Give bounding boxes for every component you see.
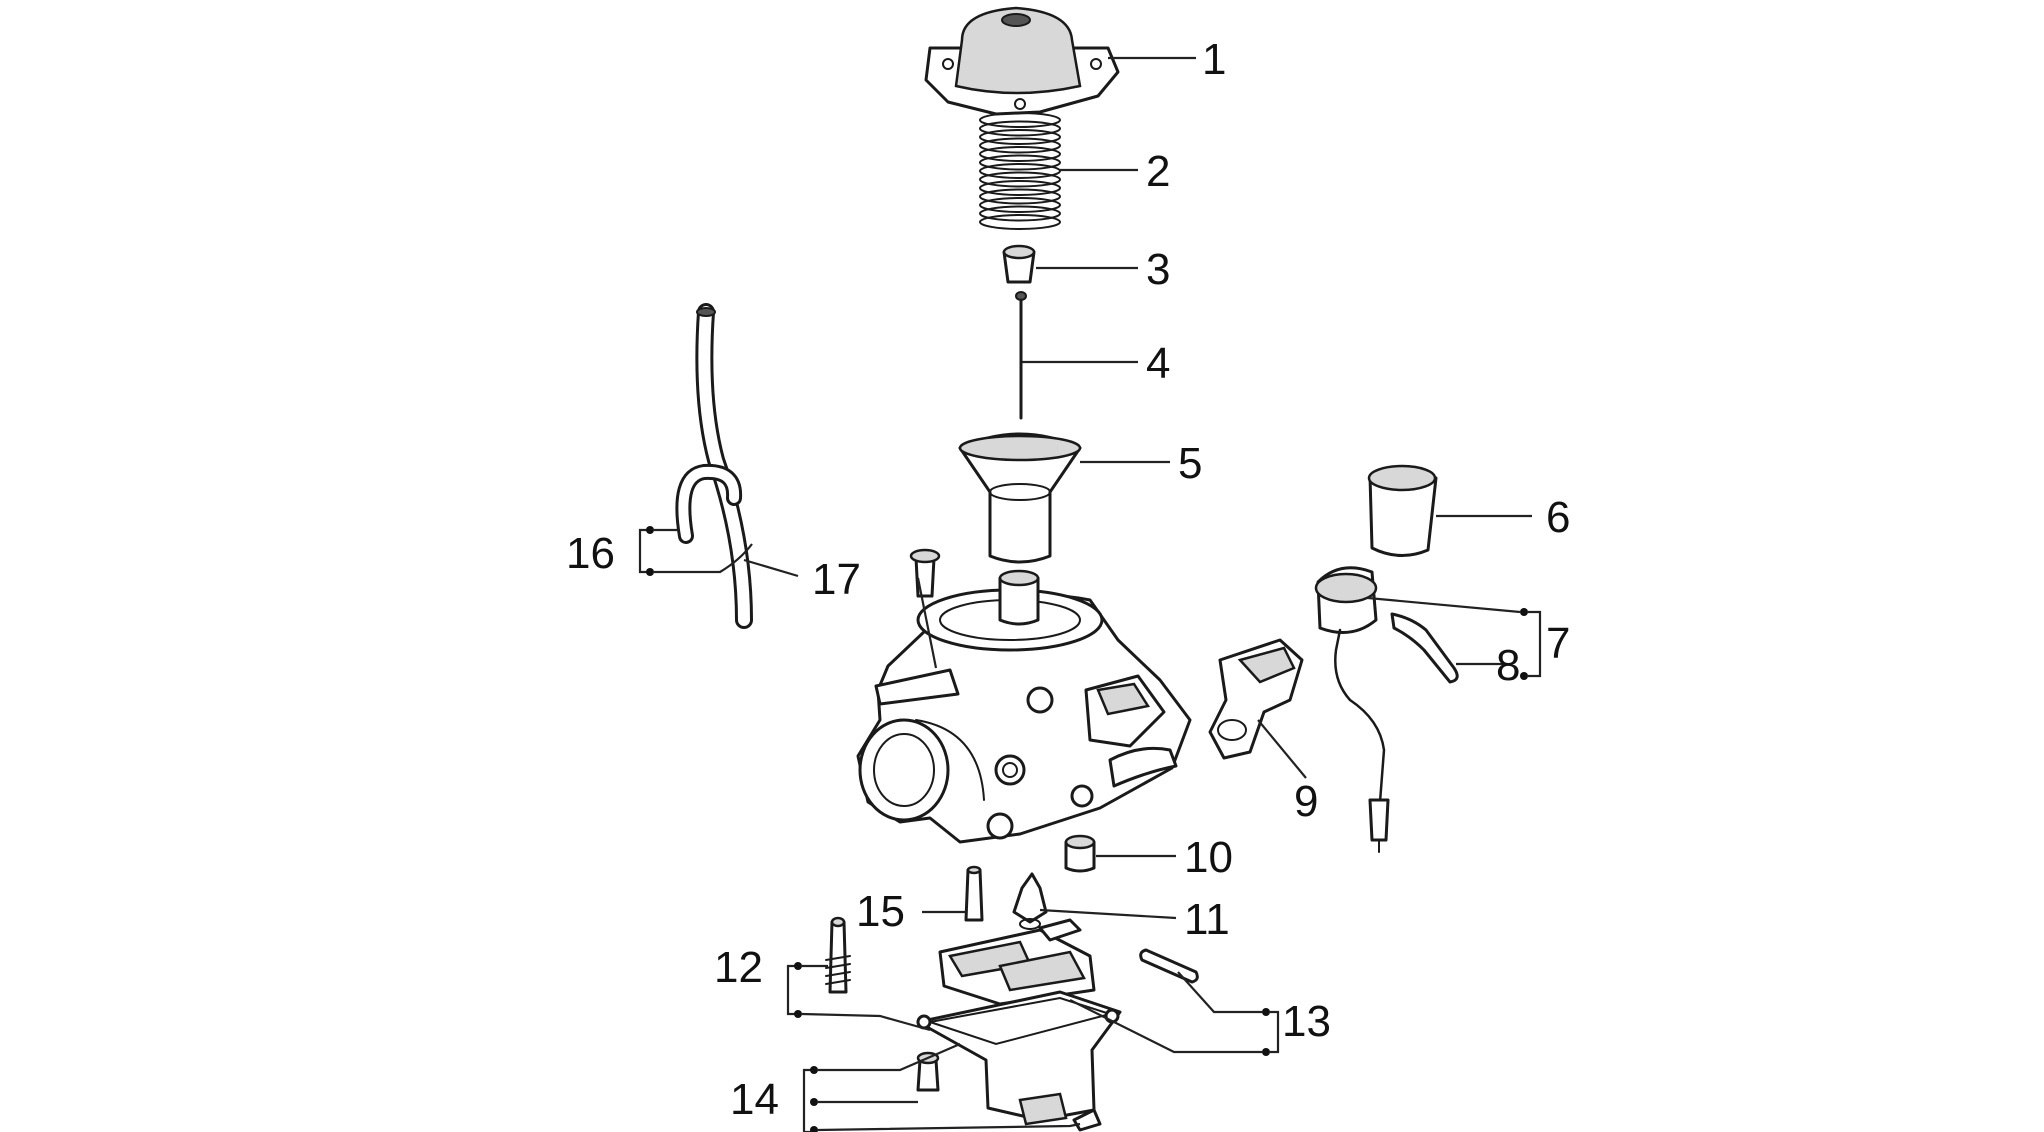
spring-coil	[979, 137, 1061, 154]
part-11-float-needle	[1012, 872, 1048, 930]
callout-15: 15	[856, 887, 905, 936]
callout-8: 8	[1496, 641, 1520, 690]
spring-coil	[979, 171, 1061, 188]
part-6-cap	[1367, 464, 1438, 557]
part-10-plug	[1064, 834, 1096, 873]
spring-coil	[979, 154, 1061, 171]
part-4-jet-needle	[1015, 291, 1027, 420]
callout-12: 12	[714, 943, 763, 992]
spring-coil	[979, 120, 1061, 137]
callout-16: 16	[566, 529, 615, 578]
part-2-spring	[979, 112, 1061, 230]
callout-6: 6	[1546, 493, 1570, 542]
part-12-pilot-screw	[825, 916, 851, 994]
spring-coil	[979, 214, 1061, 230]
spring-coil	[979, 205, 1061, 222]
callout-labels: 1 2 3 4 5 6 7 8 9 10 11 12 13 14 15 16 1…	[566, 35, 1570, 1124]
part-7-starter-unit	[1314, 566, 1390, 853]
callout-11: 11	[1184, 895, 1230, 944]
callout-10: 10	[1184, 833, 1233, 882]
part-8-clip	[1390, 612, 1459, 684]
part-5-throttle-slide	[958, 432, 1082, 564]
spring-coil	[979, 129, 1061, 145]
callout-14: 14	[730, 1075, 779, 1124]
callout-9: 9	[1294, 777, 1318, 826]
part-15-main-jet	[964, 865, 984, 922]
callout-7: 7	[1546, 619, 1570, 668]
leader-lines	[638, 56, 1542, 1132]
callout-2: 2	[1146, 147, 1170, 196]
part-16-hoses	[675, 303, 753, 629]
carburetor-body	[856, 569, 1192, 844]
part-3-spring-seat	[1002, 244, 1036, 284]
part-17-screw	[909, 548, 941, 598]
part-14-float-bowl	[916, 990, 1122, 1132]
spring-coil	[979, 112, 1061, 128]
bracket-dots	[646, 526, 1528, 1132]
part-13-float-and-pin	[938, 918, 1199, 1006]
part-1-cover	[924, 6, 1120, 116]
spring-coil	[979, 188, 1061, 205]
spring-coil	[979, 180, 1061, 196]
callout-17: 17	[812, 555, 861, 604]
callout-5: 5	[1178, 439, 1202, 488]
callout-3: 3	[1146, 245, 1170, 294]
spring-coil	[979, 163, 1061, 179]
spring-coil	[979, 146, 1061, 162]
part-9-starter-housing	[1208, 638, 1304, 760]
callout-13: 13	[1282, 997, 1331, 1046]
callout-1: 1	[1202, 35, 1226, 84]
spring-coil	[979, 197, 1061, 213]
callout-4: 4	[1146, 339, 1170, 388]
